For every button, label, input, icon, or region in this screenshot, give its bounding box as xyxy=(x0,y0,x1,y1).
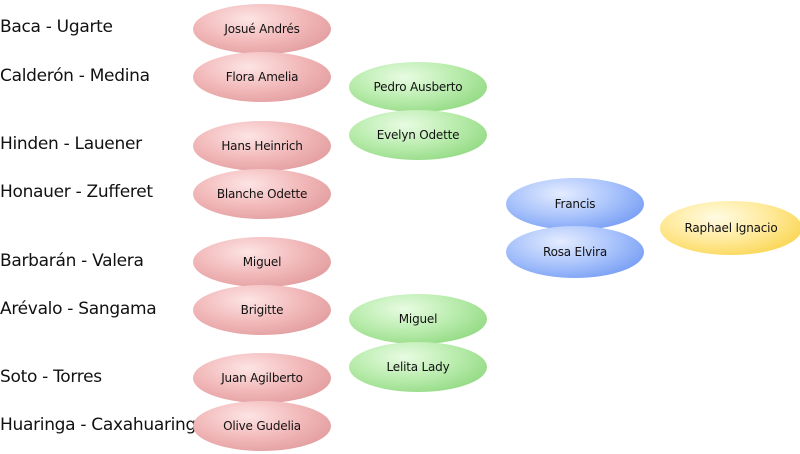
great-grandparent-node[interactable]: Hans Heinrich xyxy=(193,121,331,171)
family-label: Arévalo - Sangama xyxy=(0,299,157,319)
great-grandparent-node[interactable]: Brigitte xyxy=(193,285,331,335)
family-label: Barbarán - Valera xyxy=(0,251,144,271)
grandparent-node[interactable]: Miguel xyxy=(349,294,487,344)
family-label: Hinden - Lauener xyxy=(0,134,142,154)
great-grandparent-node[interactable]: Josué Andrés xyxy=(193,4,331,54)
family-label: Baca - Ugarte xyxy=(0,17,113,37)
family-label: Calderón - Medina xyxy=(0,66,150,86)
grandparent-node[interactable]: Evelyn Odette xyxy=(349,110,487,160)
family-label: Honauer - Zufferet xyxy=(0,182,153,202)
great-grandparent-node[interactable]: Flora Amelia xyxy=(193,52,331,102)
great-grandparent-node[interactable]: Blanche Odette xyxy=(193,169,331,219)
subject-node[interactable]: Raphael Ignacio xyxy=(660,201,800,255)
family-label: Huaringa - Caxahuaringa xyxy=(0,415,207,435)
parent-node[interactable]: Francis xyxy=(506,178,644,230)
grandparent-node[interactable]: Pedro Ausberto xyxy=(349,62,487,112)
great-grandparent-node[interactable]: Juan Agilberto xyxy=(193,353,331,403)
parent-node[interactable]: Rosa Elvira xyxy=(506,226,644,278)
great-grandparent-node[interactable]: Olive Gudelia xyxy=(193,401,331,451)
grandparent-node[interactable]: Lelita Lady xyxy=(349,342,487,392)
family-label: Soto - Torres xyxy=(0,367,102,387)
great-grandparent-node[interactable]: Miguel xyxy=(193,237,331,287)
